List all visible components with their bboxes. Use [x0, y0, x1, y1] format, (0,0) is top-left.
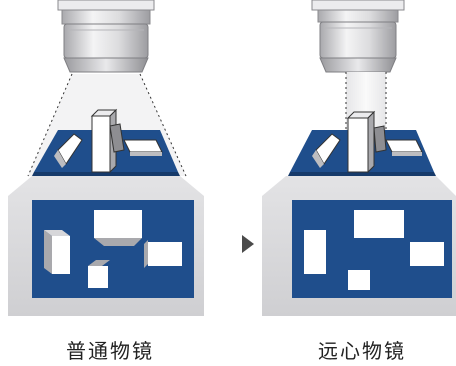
board-tower [346, 110, 376, 174]
caption-standard-lens: 普通物镜 [66, 339, 154, 363]
right-arrow-icon [242, 235, 254, 253]
image-component-top [94, 210, 142, 246]
caption-telecentric-lens: 远心物镜 [318, 339, 406, 363]
image-component-right [410, 242, 444, 266]
telecentric-lens-diagram [262, 0, 456, 316]
image-component-right [144, 240, 182, 268]
view-cone-edge-left [27, 73, 73, 177]
standard-lens-diagram [8, 0, 204, 316]
image-component-mid [348, 270, 370, 290]
camera-lens-icon [57, 0, 155, 73]
captured-image-telecentric [292, 200, 452, 298]
board-component-right [385, 139, 423, 156]
board-component-mid [109, 123, 125, 153]
image-component-top [354, 210, 404, 238]
image-component-left [304, 230, 326, 274]
image-component-mid [88, 260, 110, 288]
board-component-right [123, 139, 163, 156]
camera-lens-icon [311, 0, 405, 73]
board-component-mid [373, 125, 387, 153]
image-component-left [44, 230, 70, 274]
board-component-left [312, 133, 341, 168]
captured-image-standard [32, 200, 194, 298]
view-cone-edge-right [139, 73, 187, 177]
board-tower [90, 108, 118, 174]
board-component-left [54, 133, 83, 168]
